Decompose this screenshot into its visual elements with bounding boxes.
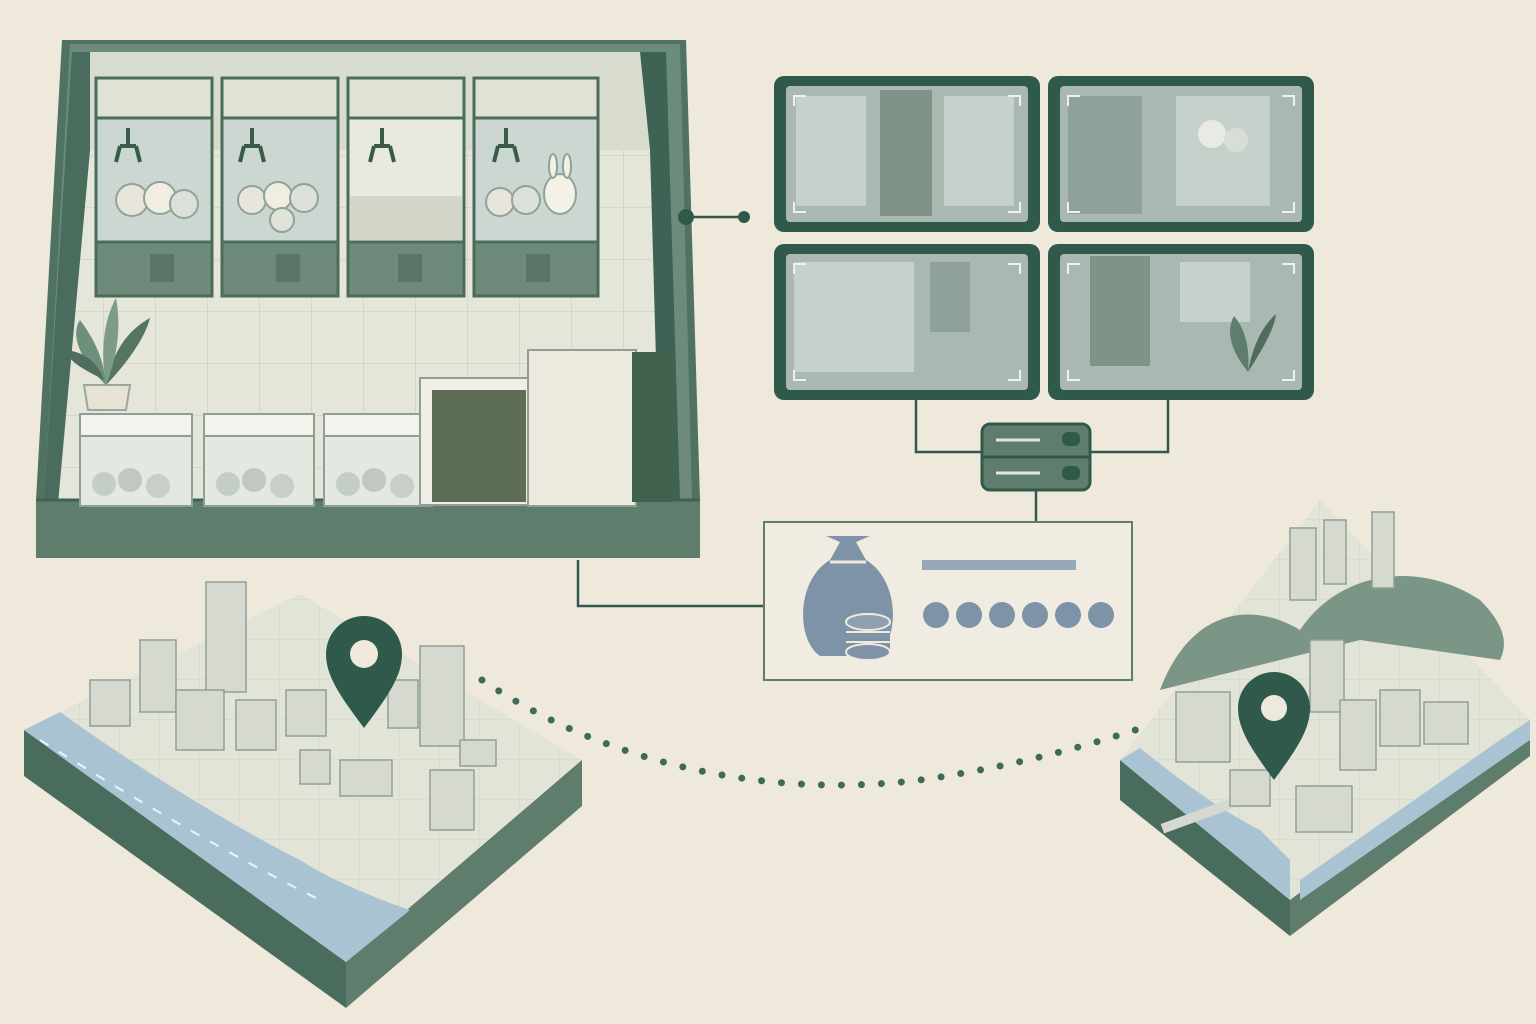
password-dots — [923, 602, 1114, 628]
claw-machine — [472, 76, 600, 298]
claw-icon — [238, 128, 266, 163]
claw-icon — [114, 128, 142, 163]
cctv-monitor — [1048, 244, 1314, 400]
prize-showcase — [79, 413, 193, 507]
bridge — [1160, 796, 1240, 834]
connector-lines — [576, 209, 1170, 608]
potted-plant-icon — [66, 298, 150, 411]
river — [24, 712, 410, 962]
city-block-left — [24, 581, 582, 1008]
prize-showcase — [203, 413, 315, 507]
cctv-monitor — [774, 244, 1040, 400]
bunny-plush-icon — [543, 173, 577, 215]
cashier-counter — [419, 349, 672, 507]
prize-showcase — [323, 413, 433, 507]
monitor-to-switch-link — [914, 400, 982, 454]
coin-stack-icon — [845, 613, 891, 661]
claw-icon — [492, 128, 520, 163]
cctv-monitor — [774, 76, 1040, 232]
prize-showcase-row — [79, 413, 433, 507]
claw-machine — [94, 76, 214, 298]
route-dotted-path — [478, 676, 1180, 789]
claw-machine-empty — [346, 76, 466, 298]
city-block-right — [1120, 500, 1530, 936]
payment-panel — [763, 521, 1133, 681]
room-front-wall — [36, 500, 700, 558]
monitor-to-switch-link — [1090, 400, 1170, 454]
claw-machine — [220, 76, 340, 298]
claw-machine-row — [94, 76, 600, 298]
location-pin-icon — [1238, 672, 1310, 780]
text-field-bar — [922, 560, 1076, 570]
hills — [1160, 576, 1504, 690]
room-left-wall — [44, 52, 90, 500]
floor-mat — [432, 390, 526, 502]
claw-icon — [368, 128, 396, 163]
cctv-monitor-grid — [774, 76, 1314, 400]
location-pin-icon — [326, 616, 402, 728]
network-switch-icon — [980, 422, 1092, 492]
room-to-wallet-link — [576, 560, 764, 608]
cctv-monitor — [1048, 76, 1314, 232]
